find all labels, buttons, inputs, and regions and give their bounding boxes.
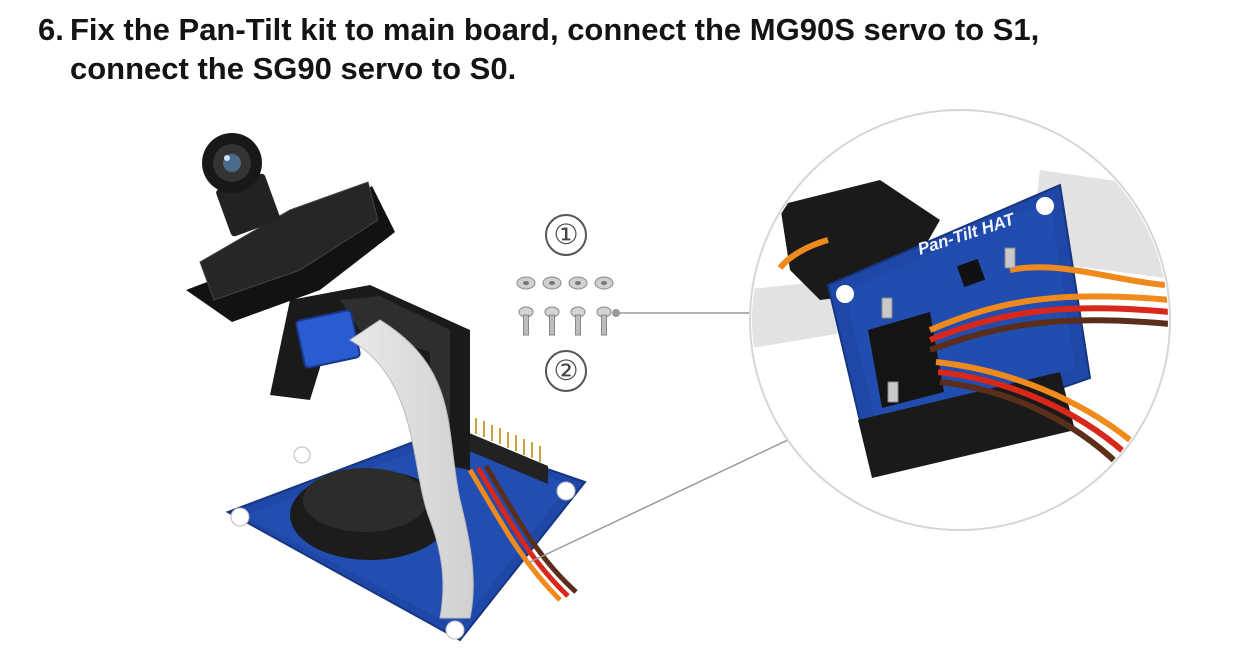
hat-mount-hole bbox=[844, 426, 862, 444]
servo-header bbox=[868, 312, 944, 408]
pwm-chip bbox=[956, 258, 986, 288]
mount-hole bbox=[293, 446, 311, 464]
servo-cable-red bbox=[475, 466, 570, 598]
instruction-line-1: 6.Fix the Pan-Tilt kit to main board, co… bbox=[38, 10, 1228, 49]
mount-hole bbox=[556, 481, 576, 501]
pan-tilt-assembly bbox=[186, 133, 587, 642]
instruction-text-1: Fix the Pan-Tilt kit to main board, conn… bbox=[70, 12, 1040, 47]
gpio-female-header bbox=[858, 372, 1075, 478]
screw-row bbox=[518, 306, 612, 336]
mount-hole bbox=[445, 620, 465, 640]
zoom-detail: Pan-Tilt HAT bbox=[749, 109, 1171, 531]
hat-mount-hole bbox=[836, 285, 854, 303]
callout-number-2: ② bbox=[545, 350, 587, 392]
servo-cable-brown bbox=[483, 464, 578, 594]
camera-board bbox=[199, 181, 379, 301]
instruction-line-2: connect the SG90 servo to S0. bbox=[70, 51, 517, 86]
step-instruction: 6.Fix the Pan-Tilt kit to main board, co… bbox=[38, 10, 1228, 88]
tilt-servo bbox=[295, 309, 361, 369]
servo-cable-orange bbox=[467, 468, 562, 602]
hat-mount-hole bbox=[1036, 197, 1054, 215]
servo-wires bbox=[777, 237, 1168, 467]
parts-group bbox=[516, 276, 614, 336]
step-number: 6. bbox=[38, 12, 64, 47]
camera-ribbon-cable bbox=[349, 319, 474, 619]
callout-number-1: ① bbox=[545, 214, 587, 256]
standoff-row bbox=[516, 276, 614, 290]
mount-hole bbox=[230, 507, 250, 527]
